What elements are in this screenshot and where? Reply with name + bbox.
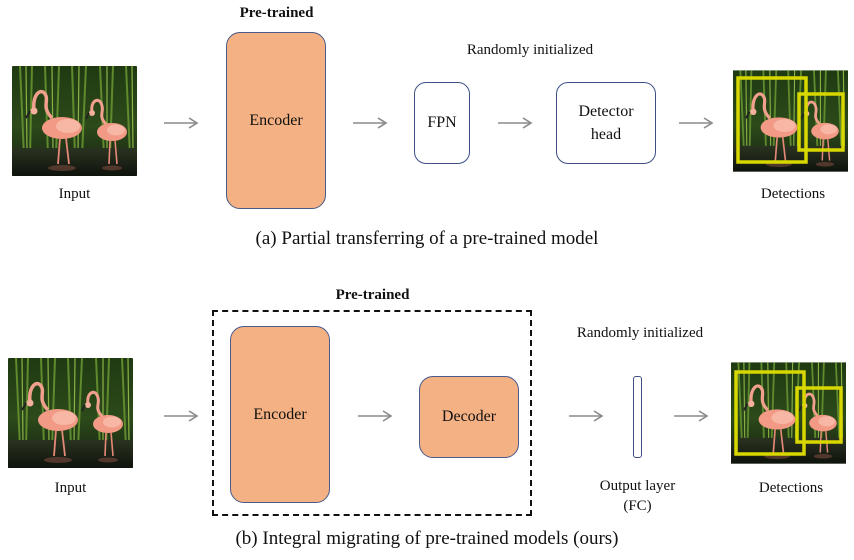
decoder-block-b: Decoder bbox=[419, 376, 519, 458]
random-init-label-a: Randomly initialized bbox=[466, 42, 594, 58]
arrow-input-encoder-a bbox=[163, 116, 199, 130]
output-label-line1-b: Output layer bbox=[599, 478, 676, 494]
input-label-b: Input bbox=[54, 480, 87, 496]
detections-image-b bbox=[731, 360, 846, 466]
arrow-input-encoder-b bbox=[163, 409, 199, 423]
encoder-label-b: Encoder bbox=[253, 405, 307, 423]
input-image-a bbox=[12, 66, 137, 176]
arrow-output-detections-b bbox=[673, 409, 709, 423]
detector-label-line2-a: head bbox=[590, 126, 622, 143]
encoder-block-a: Encoder bbox=[226, 32, 326, 209]
random-init-label-b: Randomly initialized bbox=[576, 325, 704, 341]
detections-label-b: Detections bbox=[758, 480, 824, 496]
pretrained-label-a: Pre-trained bbox=[239, 5, 314, 21]
detections-label-a: Detections bbox=[760, 186, 826, 202]
detection-box-small-a bbox=[797, 92, 845, 152]
detector-head-block-a: Detector head bbox=[556, 82, 656, 164]
arrow-fpn-detector-a bbox=[497, 116, 533, 130]
output-label-line2-b: (FC) bbox=[623, 498, 652, 514]
input-image-b bbox=[8, 358, 133, 468]
decoder-label-b: Decoder bbox=[441, 408, 497, 426]
detection-box-small-b bbox=[795, 386, 843, 444]
detections-image-a bbox=[733, 68, 848, 174]
pretrained-label-b: Pre-trained bbox=[335, 287, 410, 303]
output-layer-block-b bbox=[633, 376, 642, 458]
detection-box-large-a bbox=[736, 76, 808, 164]
input-label-a: Input bbox=[58, 186, 91, 202]
arrow-detector-output-a bbox=[678, 116, 714, 130]
detection-box-large-b bbox=[734, 370, 806, 456]
pretrained-dashed-group-b bbox=[212, 310, 532, 516]
encoder-label-a: Encoder bbox=[249, 111, 303, 129]
caption-b: (b) Integral migrating of pre-trained mo… bbox=[235, 528, 619, 549]
arrow-decoder-output-b bbox=[568, 409, 604, 423]
arrow-encoder-decoder-b bbox=[357, 409, 393, 423]
caption-a: (a) Partial transferring of a pre-traine… bbox=[255, 228, 599, 249]
encoder-block-b: Encoder bbox=[230, 326, 330, 503]
fpn-block-a: FPN bbox=[414, 82, 470, 164]
detector-label-line1-a: Detector bbox=[578, 102, 634, 120]
fpn-label-a: FPN bbox=[427, 114, 457, 132]
arrow-encoder-fpn-a bbox=[352, 116, 388, 130]
